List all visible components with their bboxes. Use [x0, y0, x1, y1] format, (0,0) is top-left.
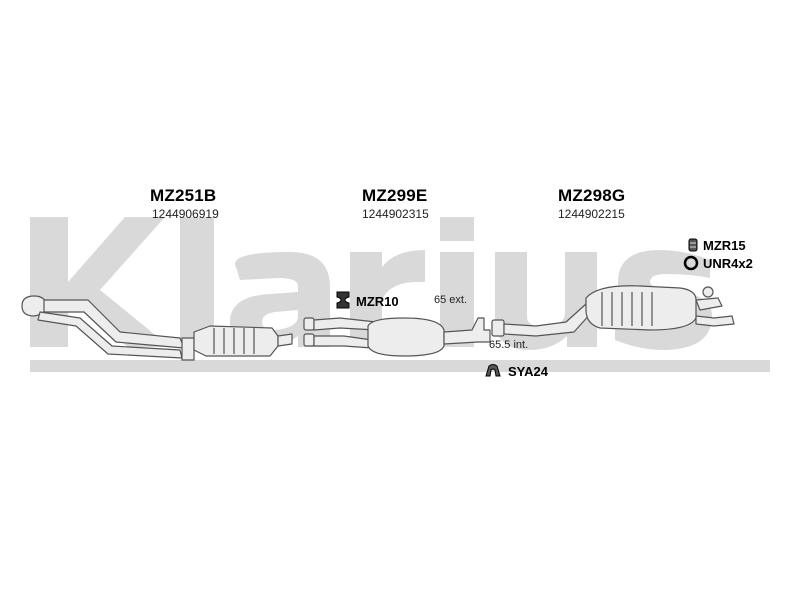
rubber-mount-icon [688, 238, 698, 252]
front-pipe-mz251b [21, 295, 293, 361]
rear-section-mz298g [491, 285, 735, 337]
fitting-label-sya24: SYA24 [508, 364, 548, 379]
section-ref-mz298g: 1244902215 [558, 207, 625, 221]
hanger-icon [336, 291, 350, 309]
fitting-label-mzr10: MZR10 [356, 294, 399, 309]
section-code-mz298g: MZ298G [558, 186, 626, 205]
middle-section-mz299e [303, 317, 491, 357]
dimension-note-internal: 65.5 int. [489, 339, 529, 351]
section-ref-mz251b: 1244906919 [152, 207, 219, 221]
section-ref-mz299e: 1244902315 [362, 207, 429, 221]
fitting-label-mzr15: MZR15 [703, 238, 746, 253]
fitting-label-unr4x2: UNR4x2 [703, 256, 753, 271]
dimension-note-external: 65 ext. [434, 294, 468, 306]
section-code-mz299e: MZ299E [362, 186, 428, 205]
clamp-icon [485, 364, 501, 377]
ring-icon [683, 255, 699, 271]
section-code-mz251b: MZ251B [150, 186, 217, 205]
